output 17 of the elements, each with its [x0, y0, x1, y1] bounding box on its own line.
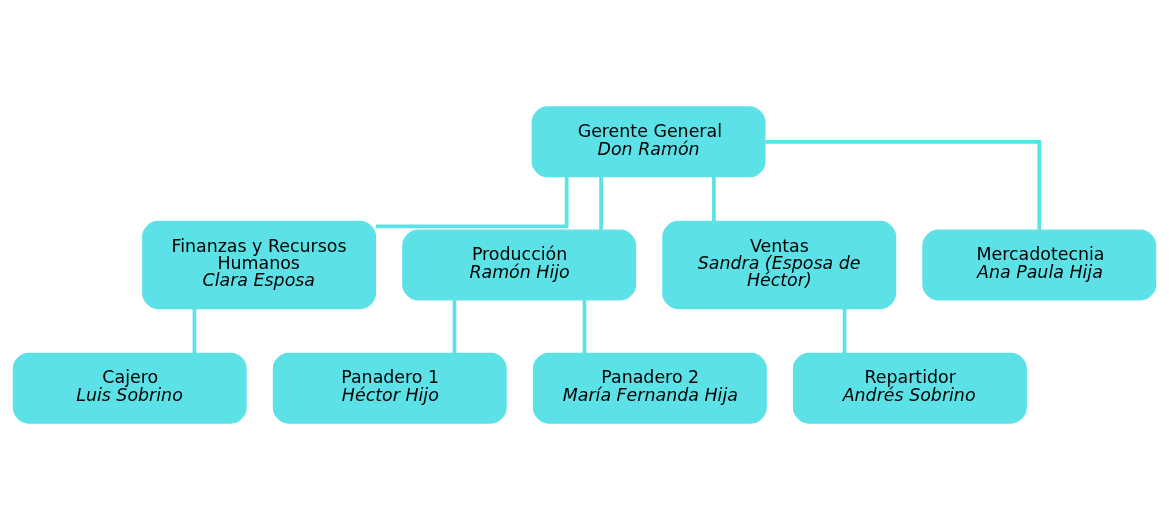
node-box: Repartidor Andrés Sobrino [792, 352, 1027, 424]
connector [765, 139, 1042, 230]
node-box: Producción Ramón Hijo [402, 229, 637, 300]
connector [842, 308, 847, 353]
node-box: Panadero 2 María Fernanda Hija [532, 352, 767, 424]
node-box: Gerente General Don Ramón [531, 105, 766, 177]
node-box: Mercadotecnia Ana Paula Hija [922, 229, 1157, 300]
node-box: Finanzas y Recursos Humanos Clara Esposa [142, 220, 377, 309]
node-box: Panadero 1 Héctor Hijo [272, 352, 507, 424]
node-box: Ventas Sandra (Esposa de Héctor) [662, 220, 897, 309]
connector [192, 308, 197, 353]
node-box: Cajero Luis Sobrino [12, 352, 247, 424]
connector [599, 176, 603, 230]
connector [452, 299, 457, 353]
connector [712, 176, 716, 221]
connector [582, 299, 587, 353]
connector [375, 176, 569, 228]
